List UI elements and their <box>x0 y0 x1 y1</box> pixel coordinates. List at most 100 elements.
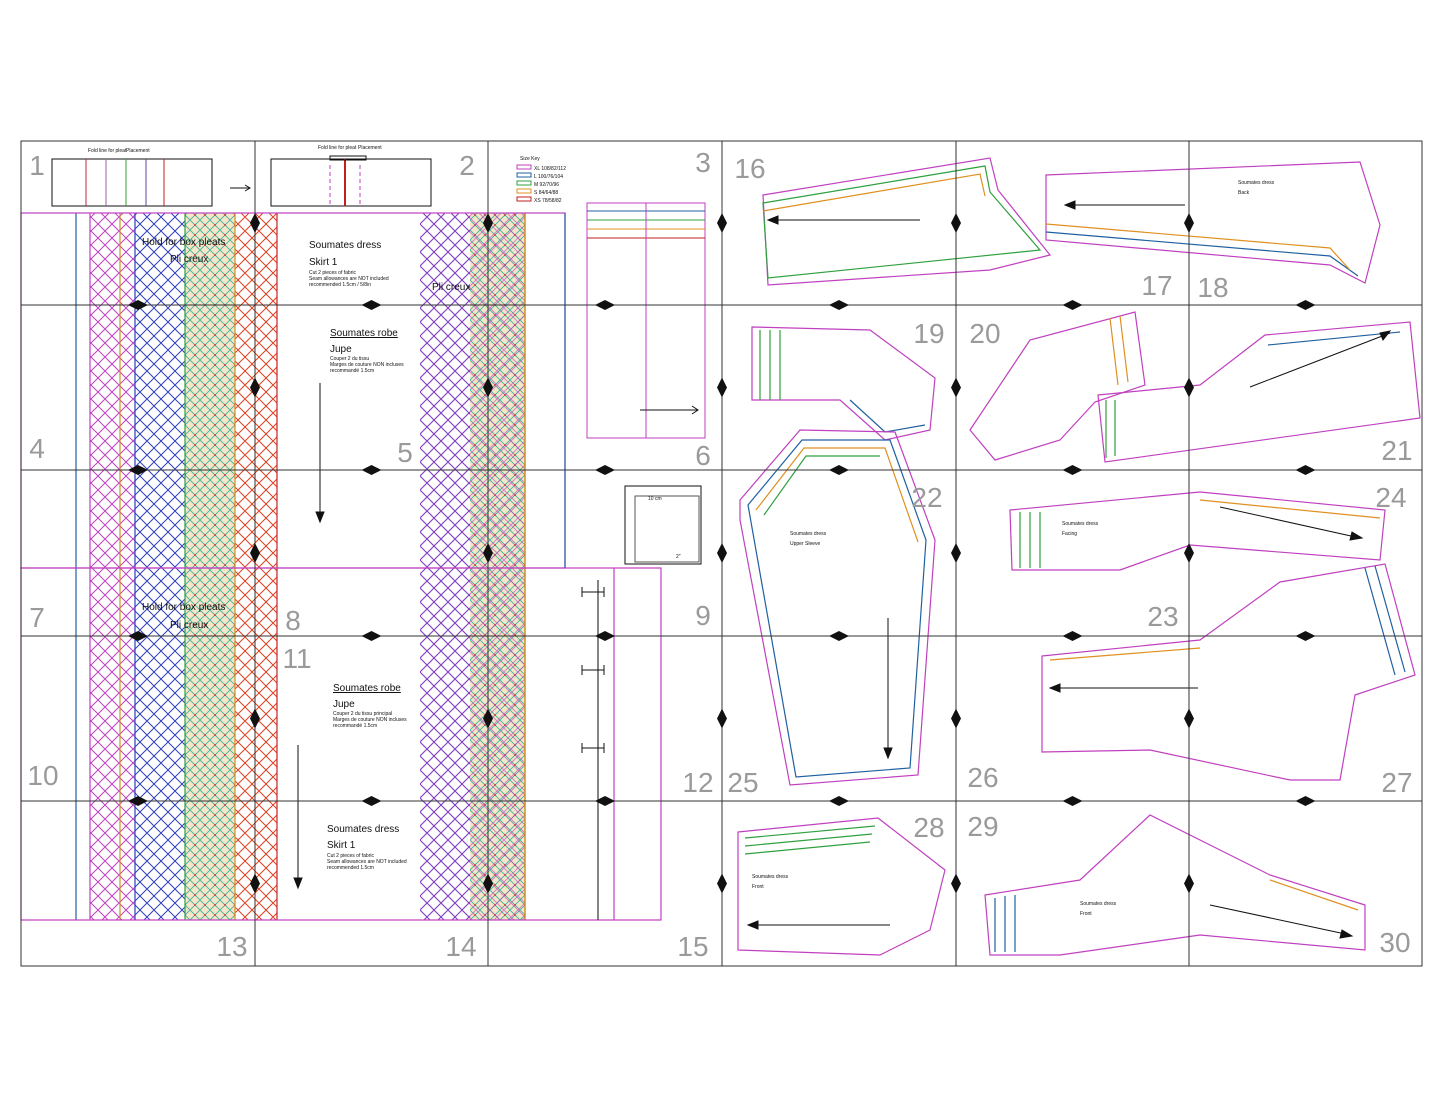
page-number: 4 <box>29 433 45 464</box>
page-number: 9 <box>695 600 711 631</box>
piece-line: Seam allowances are NOT included <box>309 276 389 282</box>
diamond-marker <box>951 873 961 894</box>
page-number: 6 <box>695 440 711 471</box>
diamond-marker <box>595 465 615 475</box>
piece-line: Cut 2 pieces of fabric <box>309 270 356 276</box>
test-square-inch: 2" <box>676 554 681 560</box>
placement-label-2: Placement <box>358 145 382 151</box>
page-number: 14 <box>445 931 476 962</box>
diamond-marker <box>361 631 382 641</box>
piece-labels-right: Soumates dress Back Soumates dress Upper… <box>752 180 1275 917</box>
piece-line: Couper 2 du tissu <box>330 356 369 362</box>
diamond-marker <box>1184 708 1194 729</box>
diamond-marker <box>128 300 148 310</box>
diamond-marker <box>951 213 961 233</box>
facing-name: Facing <box>1062 531 1077 537</box>
diamond-marker <box>361 796 382 806</box>
diamond-marker <box>829 796 849 806</box>
box-pleat-labels: Hold for box pleats Pli creux Hold for b… <box>142 237 470 631</box>
size-m: M 92/70/96 <box>534 182 559 188</box>
skirt-label-bottom: Soumates dress Skirt 1 Cut 2 pieces of f… <box>327 824 407 871</box>
diamond-marker <box>250 543 260 563</box>
pli-creux-label-3: Pli creux <box>432 282 470 293</box>
test-square-label: 10 cm <box>648 496 662 502</box>
page-number: 12 <box>682 767 713 798</box>
diamond-marker <box>951 708 961 729</box>
piece-line: recommended 1.5cm <box>327 865 374 871</box>
size-xs: XS 78/58/82 <box>534 198 562 204</box>
piece-name: Jupe <box>330 344 352 355</box>
diamond-marker <box>717 708 727 729</box>
diamond-marker <box>483 543 493 563</box>
front2-name: Front <box>1080 911 1092 917</box>
page-number: 27 <box>1381 767 1412 798</box>
pli-creux-label: Pli creux <box>170 254 208 265</box>
placement-label: Placement <box>126 148 150 154</box>
diamond-marker <box>128 465 148 475</box>
pleat-diagram-1 <box>51 155 432 207</box>
page-number: 22 <box>911 482 942 513</box>
size-key-title: Size Key <box>520 156 540 162</box>
size-l: L 100/76/104 <box>534 174 563 180</box>
diamond-marker <box>1184 543 1194 563</box>
piece-line: Marges de couture NON incluses <box>333 717 407 723</box>
page-number: 7 <box>29 602 45 633</box>
diamond-marker <box>1062 465 1083 475</box>
page-number: 15 <box>677 931 708 962</box>
diamond-marker <box>951 377 961 398</box>
bodice-pieces <box>737 157 1421 956</box>
page-number: 10 <box>27 760 58 791</box>
diamond-marker <box>361 465 382 475</box>
pli-creux-label-2: Pli creux <box>170 620 208 631</box>
page-number: 24 <box>1375 482 1406 513</box>
diamond-marker <box>829 300 849 310</box>
diamond-marker <box>829 465 849 475</box>
piece-name: Skirt 1 <box>309 257 338 268</box>
test-square <box>624 485 702 565</box>
piece-title: Soumates robe <box>330 328 398 339</box>
alignment-diamonds <box>128 213 1316 894</box>
size-key: Size Key XL 108/82/112 L 100/76/104 M 92… <box>516 156 566 204</box>
page-number: 23 <box>1147 601 1178 632</box>
page-number: 20 <box>969 318 1000 349</box>
diamond-marker <box>128 631 148 641</box>
diamond-marker <box>951 543 961 563</box>
jupe-label-bottom: Soumates robe Jupe Couper 2 du tissu pri… <box>333 683 407 729</box>
piece-line: Couper 2 du tissu principal <box>333 711 392 717</box>
piece-line: Cut 2 pieces of fabric <box>327 853 374 859</box>
box-pleat-label: Hold for box pleats <box>142 237 225 248</box>
box-pleat-label-2: Hold for box pleats <box>142 602 225 613</box>
diamond-marker <box>717 377 727 398</box>
back-name: Back <box>1238 190 1250 196</box>
diamond-marker <box>1184 377 1194 398</box>
page-number: 28 <box>913 812 944 843</box>
diamond-marker <box>1184 873 1194 894</box>
page-number: 25 <box>727 767 758 798</box>
front2-title: Soumates dress <box>1080 901 1117 907</box>
diamond-marker <box>1295 631 1316 641</box>
diamond-marker <box>1062 796 1083 806</box>
piece-line: recommandé 1.5cm <box>330 368 374 374</box>
piece-title: Soumates dress <box>327 824 399 835</box>
diamond-marker <box>250 708 260 729</box>
back-title: Soumates dress <box>1238 180 1275 186</box>
diamond-marker <box>1295 300 1316 310</box>
diamond-marker <box>250 377 260 398</box>
piece-line: recommandé 1.5cm <box>333 723 377 729</box>
diamond-marker <box>250 873 260 894</box>
diamond-marker <box>1184 213 1194 233</box>
diamond-marker <box>361 300 382 310</box>
page-number: 17 <box>1141 270 1172 301</box>
page-number: 26 <box>967 762 998 793</box>
grainline-arrows-right <box>746 200 1392 939</box>
page-number: 8 <box>285 605 301 636</box>
diamond-marker <box>717 873 727 894</box>
diamond-marker <box>483 708 493 729</box>
diamond-marker <box>595 300 615 310</box>
piece-title: Soumates robe <box>333 683 401 694</box>
piece-name: Skirt 1 <box>327 840 356 851</box>
piece-title: Soumates dress <box>309 240 381 251</box>
page-number: 2 <box>459 150 475 181</box>
diamond-marker <box>483 213 493 233</box>
